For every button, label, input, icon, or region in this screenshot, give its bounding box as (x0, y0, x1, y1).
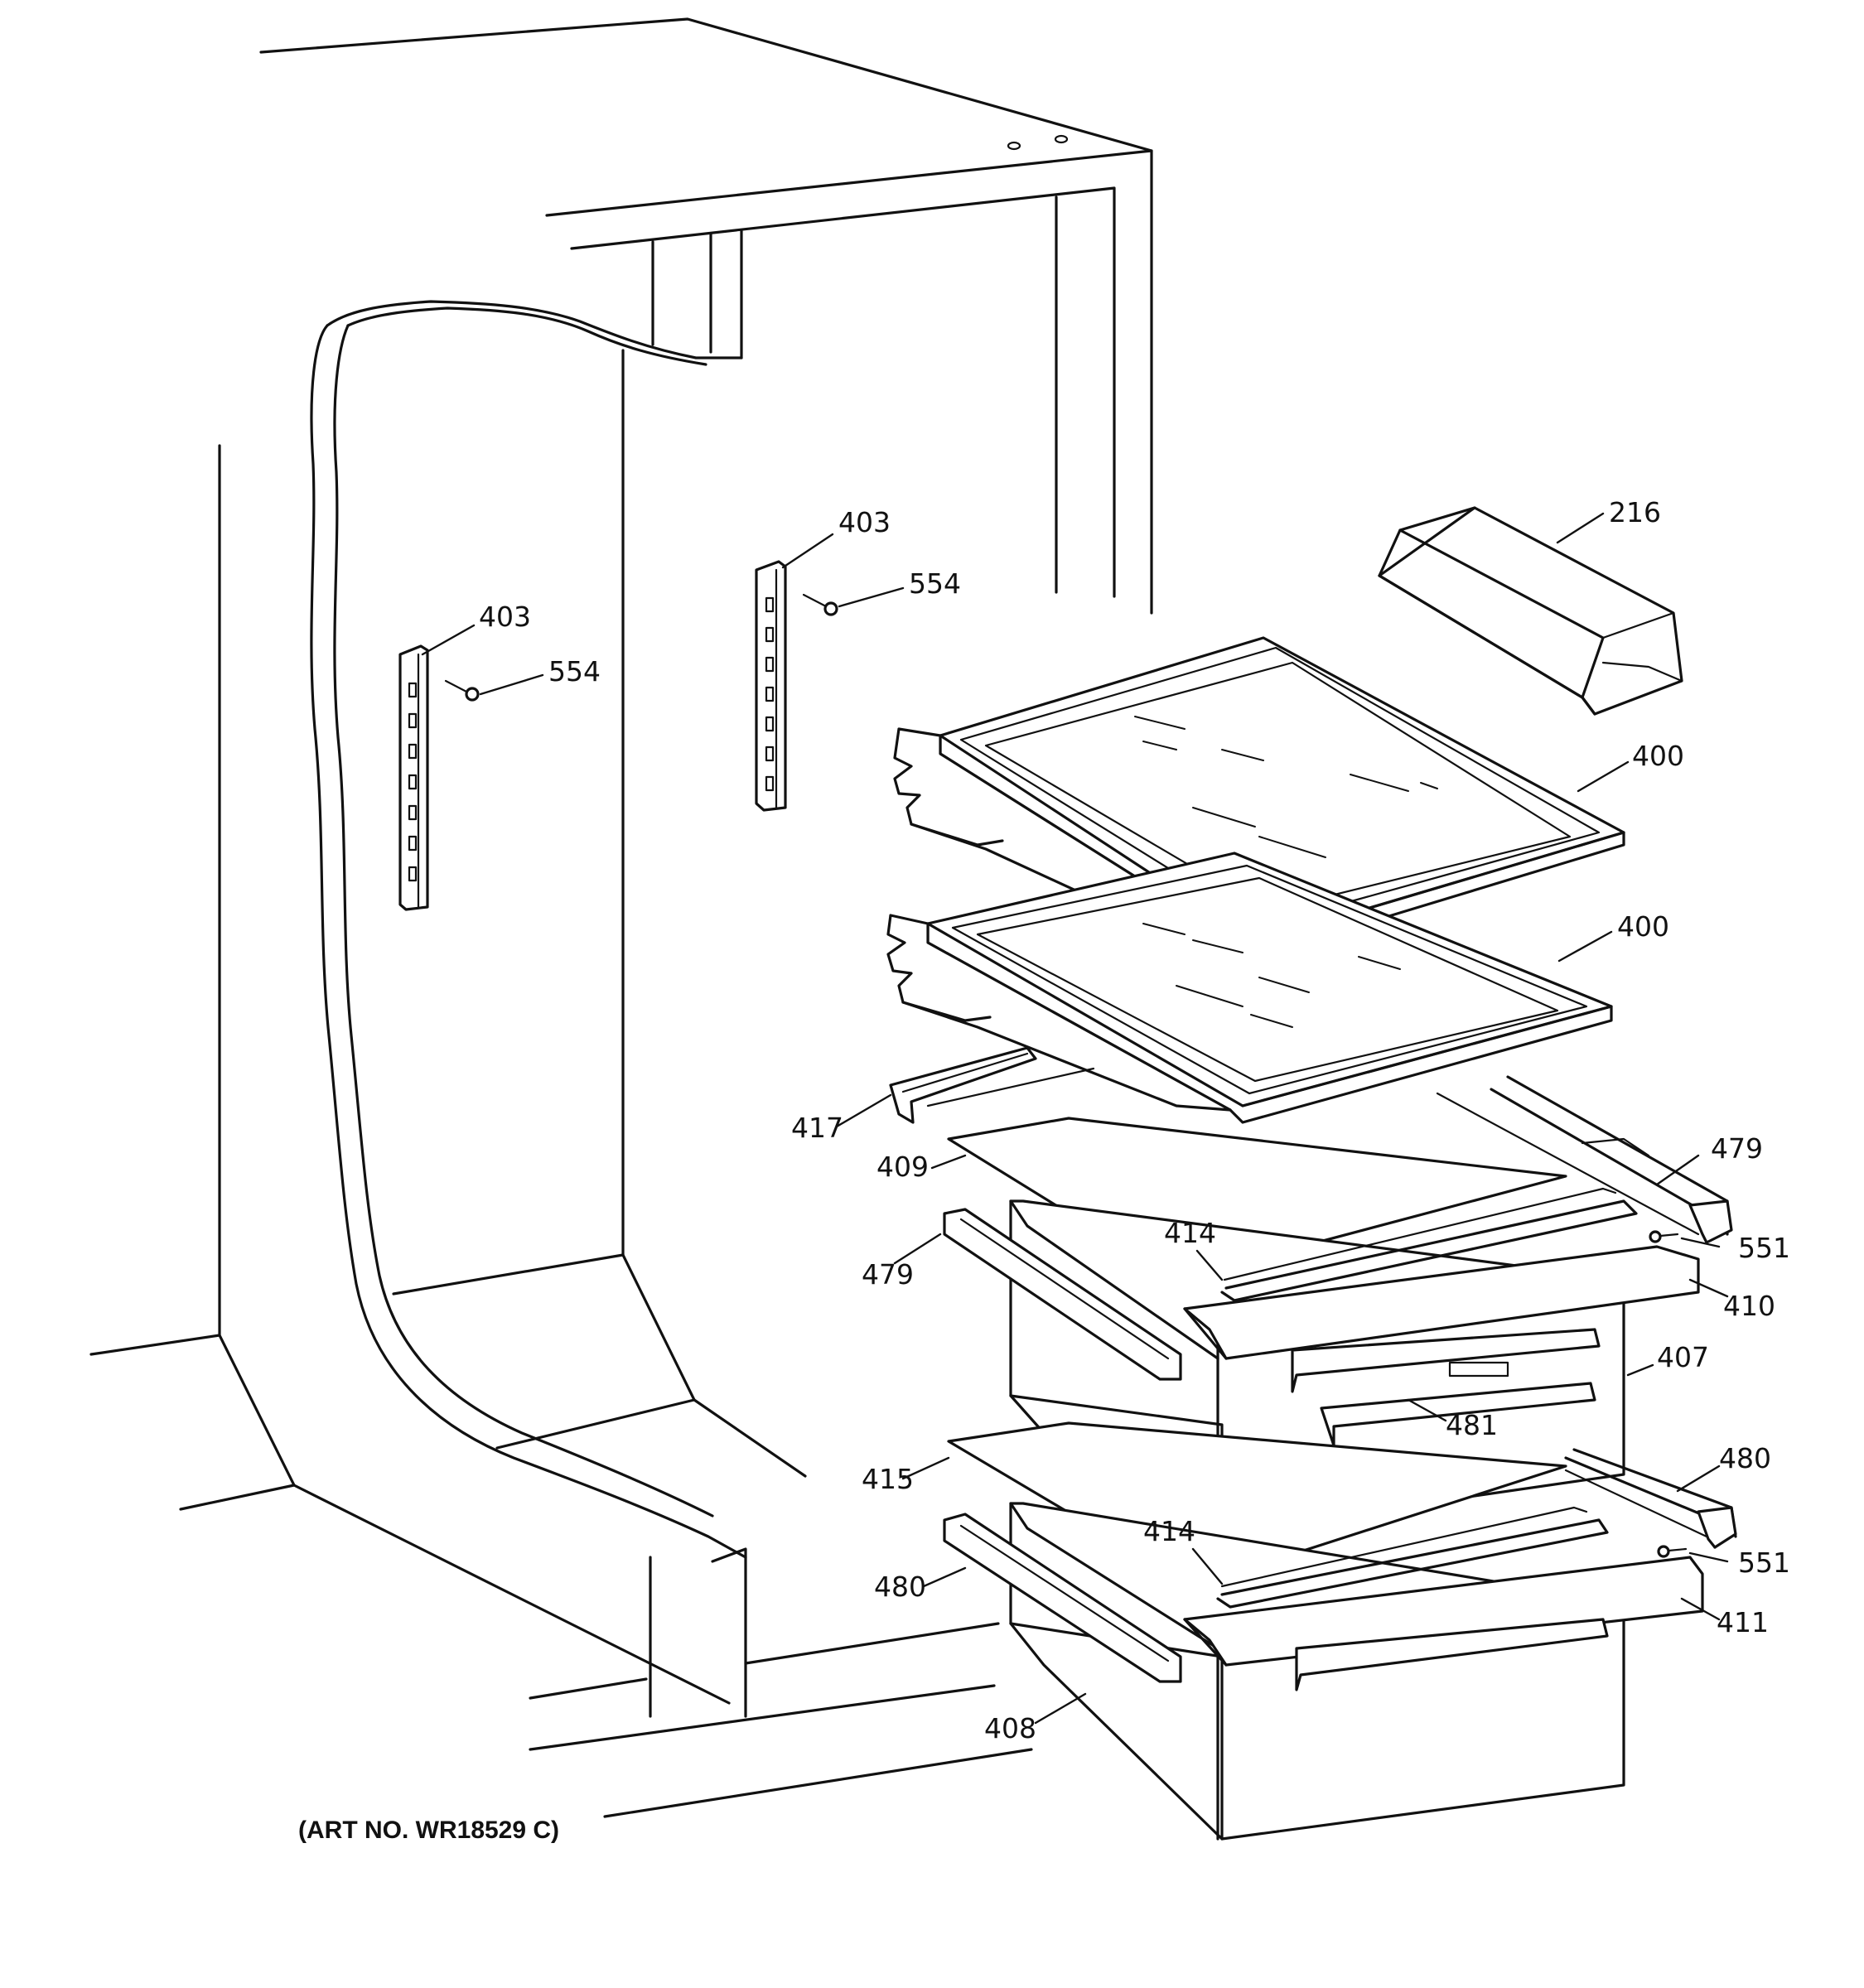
drawer-407 (1009, 1187, 1700, 1534)
callout-551-upper: 551 (1738, 1232, 1790, 1264)
callout-216: 216 (1609, 496, 1661, 528)
callout-417: 417 (791, 1112, 843, 1144)
screw-554-right (802, 593, 838, 616)
rail-479-right (1436, 1075, 1733, 1244)
callout-400-lower: 400 (1617, 910, 1669, 943)
shelf-ladder-right (755, 560, 787, 812)
cabinet-outline (89, 17, 1153, 1818)
rail-479-left (943, 1208, 1182, 1381)
rail-480-right (1564, 1448, 1737, 1549)
shelf-400-lower (886, 852, 1613, 1124)
callout-414-lower: 414 (1143, 1515, 1195, 1547)
callout-labels: 403 554 403 554 216 400 400 417 409 479 … (479, 496, 1790, 1744)
bin-216 (1378, 506, 1683, 716)
callout-481: 481 (1446, 1409, 1498, 1441)
callout-551-lower: 551 (1738, 1546, 1790, 1579)
callout-480-left: 480 (874, 1571, 926, 1603)
callout-415: 415 (862, 1463, 914, 1495)
callout-409: 409 (876, 1151, 929, 1183)
callout-403-right: 403 (838, 506, 891, 538)
callout-479-right: 479 (1711, 1132, 1763, 1165)
callout-410: 410 (1723, 1290, 1775, 1322)
rail-480-left (943, 1513, 1182, 1683)
screw-554-left (444, 679, 480, 702)
leader-lines (421, 512, 1729, 1725)
rail-417 (889, 1046, 1095, 1124)
callout-407: 407 (1657, 1341, 1709, 1373)
callout-408: 408 (984, 1712, 1036, 1744)
callout-400-upper: 400 (1632, 740, 1684, 772)
callout-411: 411 (1717, 1606, 1769, 1638)
callout-403-left: 403 (479, 601, 531, 633)
callout-479-left: 479 (862, 1258, 914, 1291)
callout-554-left: 554 (548, 655, 601, 688)
drawer-408 (1009, 1502, 1704, 1841)
shelf-ladder-left (398, 644, 429, 911)
callout-414-upper: 414 (1164, 1217, 1216, 1249)
art-number-caption: (ART NO. WR18529 C) (298, 1817, 560, 1844)
screw-551-upper (1649, 1230, 1679, 1243)
callout-554-right: 554 (909, 567, 961, 600)
callout-480-right: 480 (1719, 1442, 1771, 1474)
screw-551-lower (1657, 1545, 1688, 1558)
